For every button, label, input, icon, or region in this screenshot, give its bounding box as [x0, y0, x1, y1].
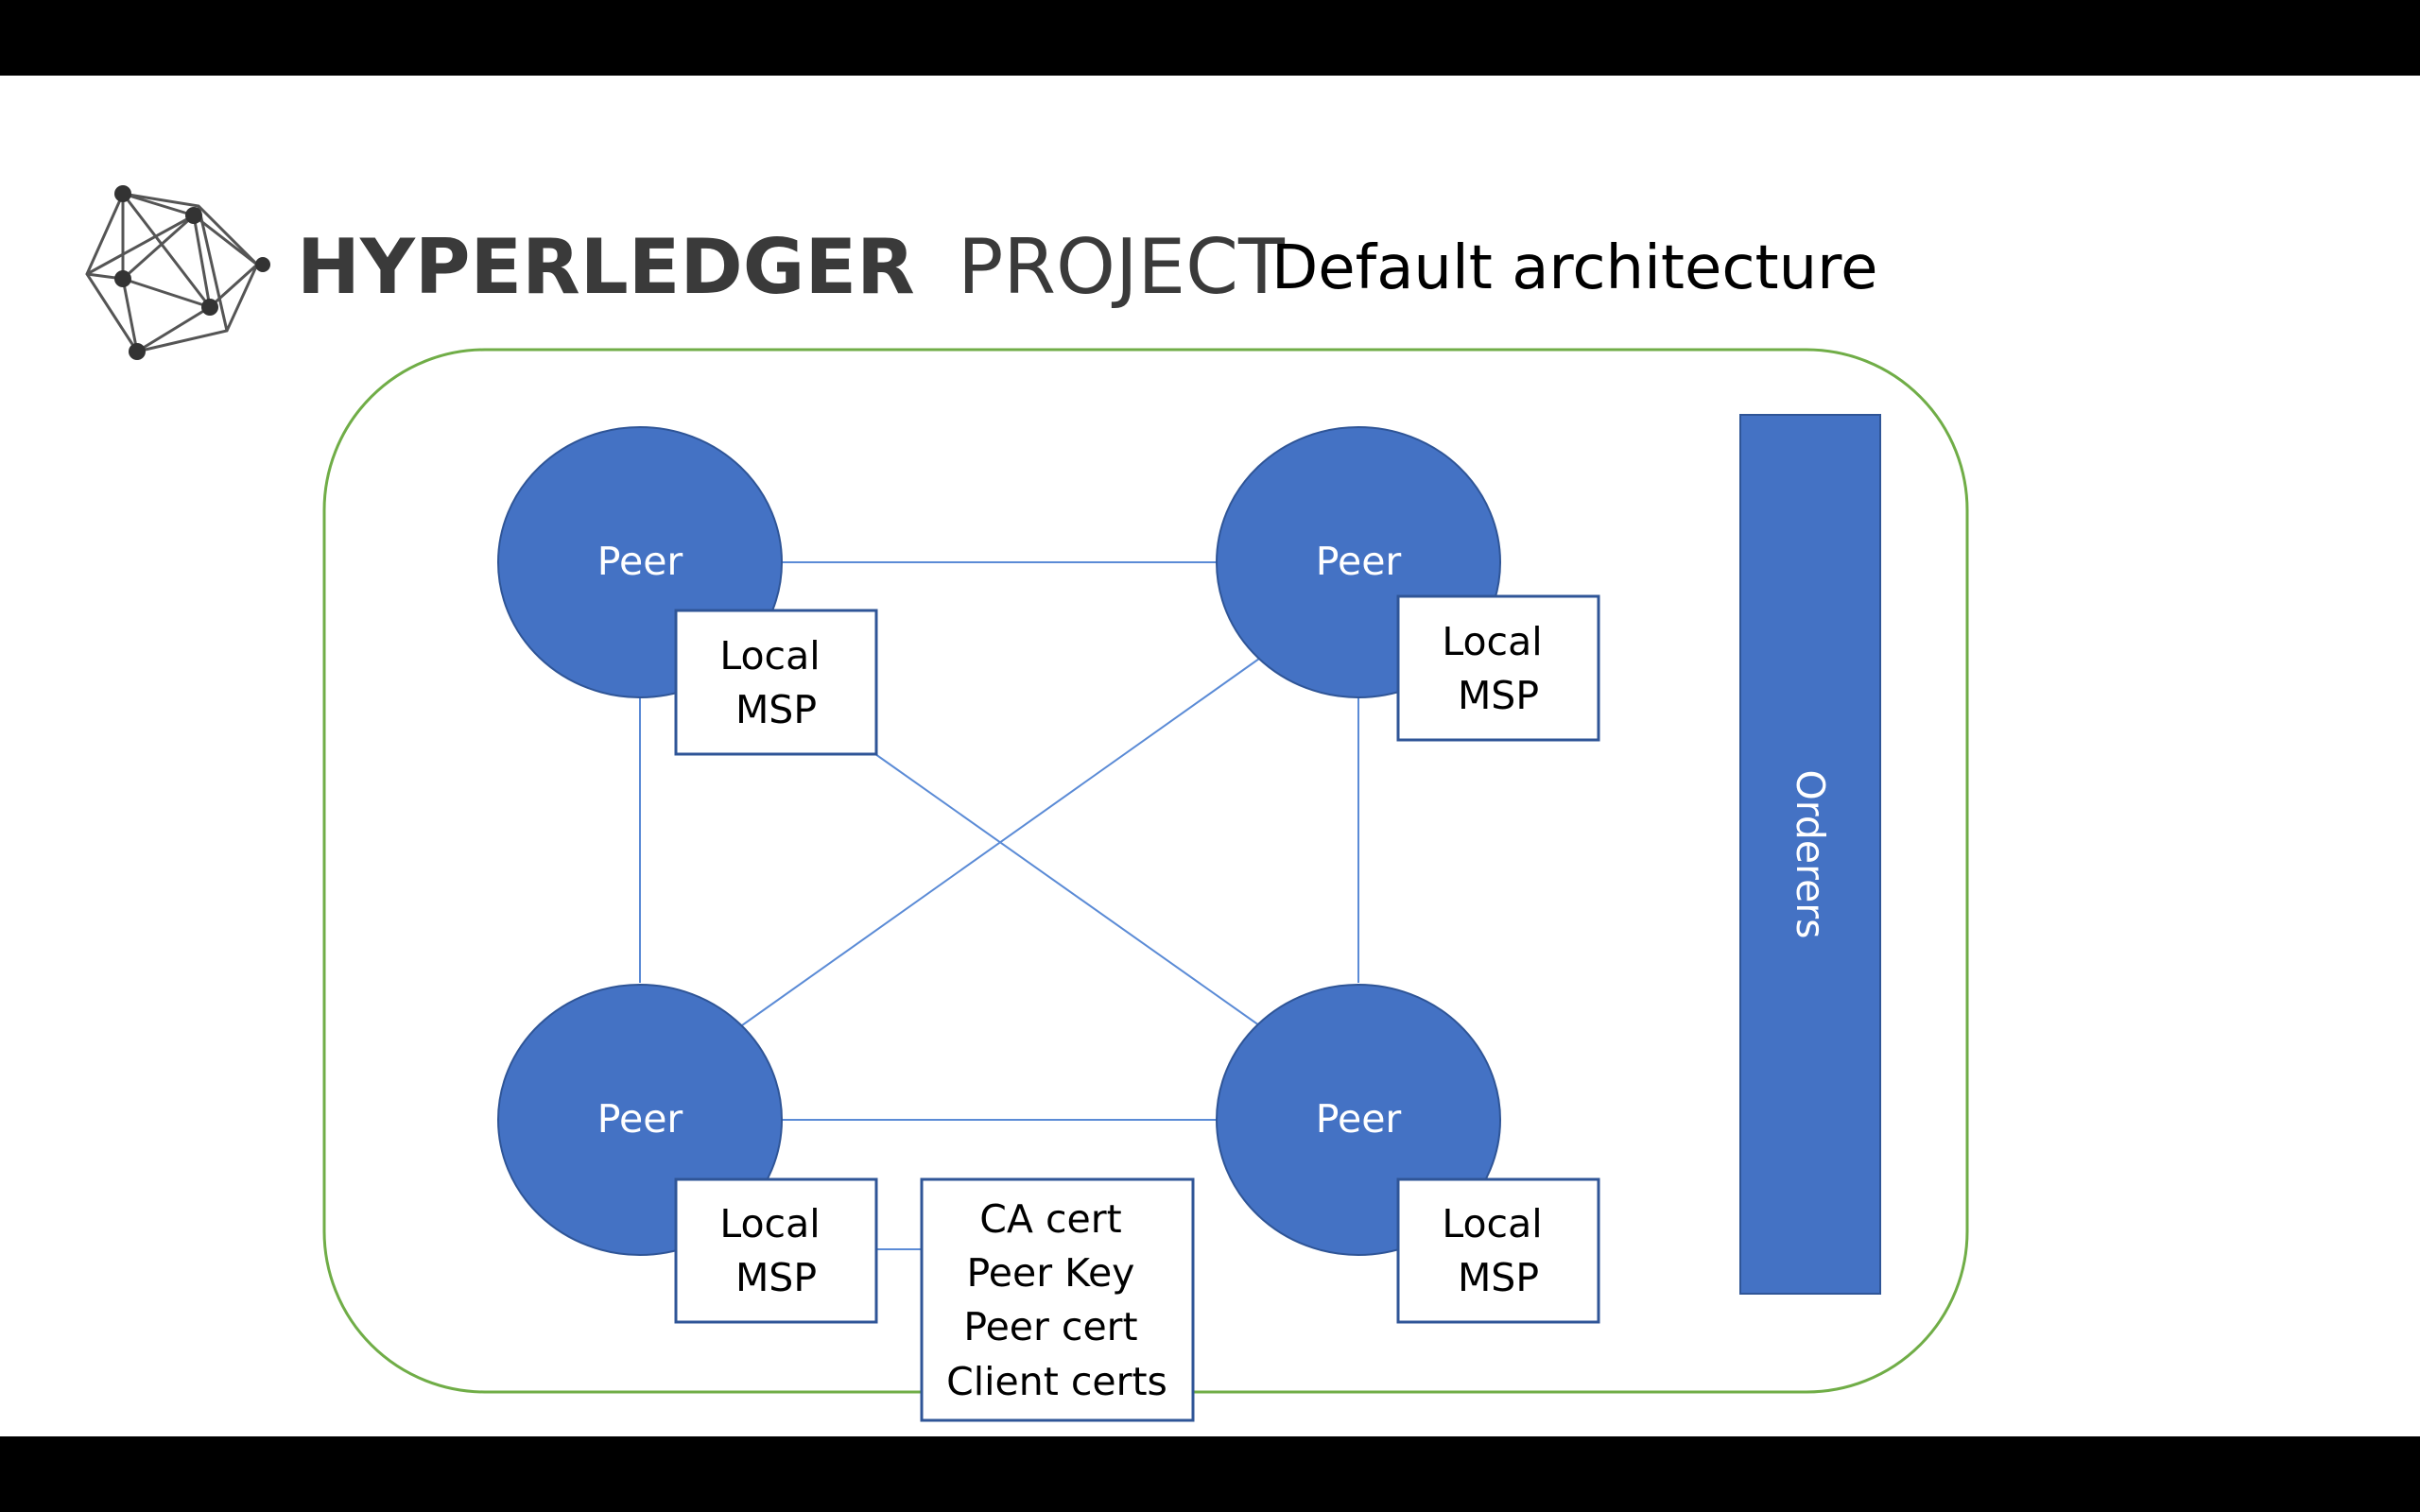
- msp-label-bottom-right: Local MSP: [1442, 1201, 1554, 1300]
- msp-line2: MSP: [1458, 1255, 1539, 1300]
- msp-box-bottom-right: [1396, 1177, 1600, 1324]
- logo-bold-text: HYPERLEDGER: [297, 223, 915, 311]
- msp-label-top-right: Local MSP: [1442, 619, 1554, 718]
- cert-line-peer-cert: Peer cert: [963, 1304, 1137, 1349]
- msp-line1: Local: [719, 1201, 820, 1246]
- msp-box-top-left: [674, 609, 878, 756]
- msp-line2: MSP: [735, 1255, 817, 1300]
- cert-box-text: CA cert Peer Key Peer cert Client certs: [946, 1196, 1167, 1404]
- msp-label-top-left: Local MSP: [719, 633, 832, 732]
- connector-diagonal-a: [874, 753, 1260, 1026]
- connector-diagonal-b: [741, 658, 1260, 1026]
- page-title: Default architecture: [1271, 233, 1877, 303]
- msp-box-bottom-left: [674, 1177, 878, 1324]
- slide: HYPERLEDGER PROJECT Default architecture: [0, 76, 2420, 1436]
- logo-light-text: PROJECT: [958, 223, 1286, 311]
- peer-label-top-left: Peer: [597, 539, 683, 584]
- msp-line1: Local: [1442, 1201, 1542, 1246]
- peer-label-top-right: Peer: [1316, 539, 1402, 584]
- msp-box-top-right: [1396, 594, 1600, 742]
- msp-line1: Local: [719, 633, 820, 679]
- msp-line1: Local: [1442, 619, 1542, 664]
- msp-label-bottom-left: Local MSP: [719, 1201, 832, 1300]
- peer-label-bottom-right: Peer: [1316, 1096, 1402, 1142]
- architecture-diagram: HYPERLEDGER PROJECT Default architecture: [85, 185, 1969, 1422]
- logo-wordmark: HYPERLEDGER PROJECT: [297, 223, 1286, 311]
- hyperledger-hexagon-logo-icon: [85, 185, 270, 360]
- cert-line-peer-key: Peer Key: [967, 1250, 1135, 1296]
- orderers-bar: [1739, 414, 1881, 1295]
- cert-line-ca: CA cert: [979, 1196, 1121, 1242]
- msp-line2: MSP: [735, 687, 817, 732]
- orderers-label: Orderers: [1788, 769, 1833, 938]
- cert-box: [920, 1177, 1195, 1422]
- peer-connectors: [639, 561, 1359, 1250]
- cert-line-client-certs: Client certs: [946, 1359, 1167, 1404]
- peer-label-bottom-left: Peer: [597, 1096, 683, 1142]
- msp-line2: MSP: [1458, 673, 1539, 718]
- local-msp-boxes: [674, 594, 1600, 1324]
